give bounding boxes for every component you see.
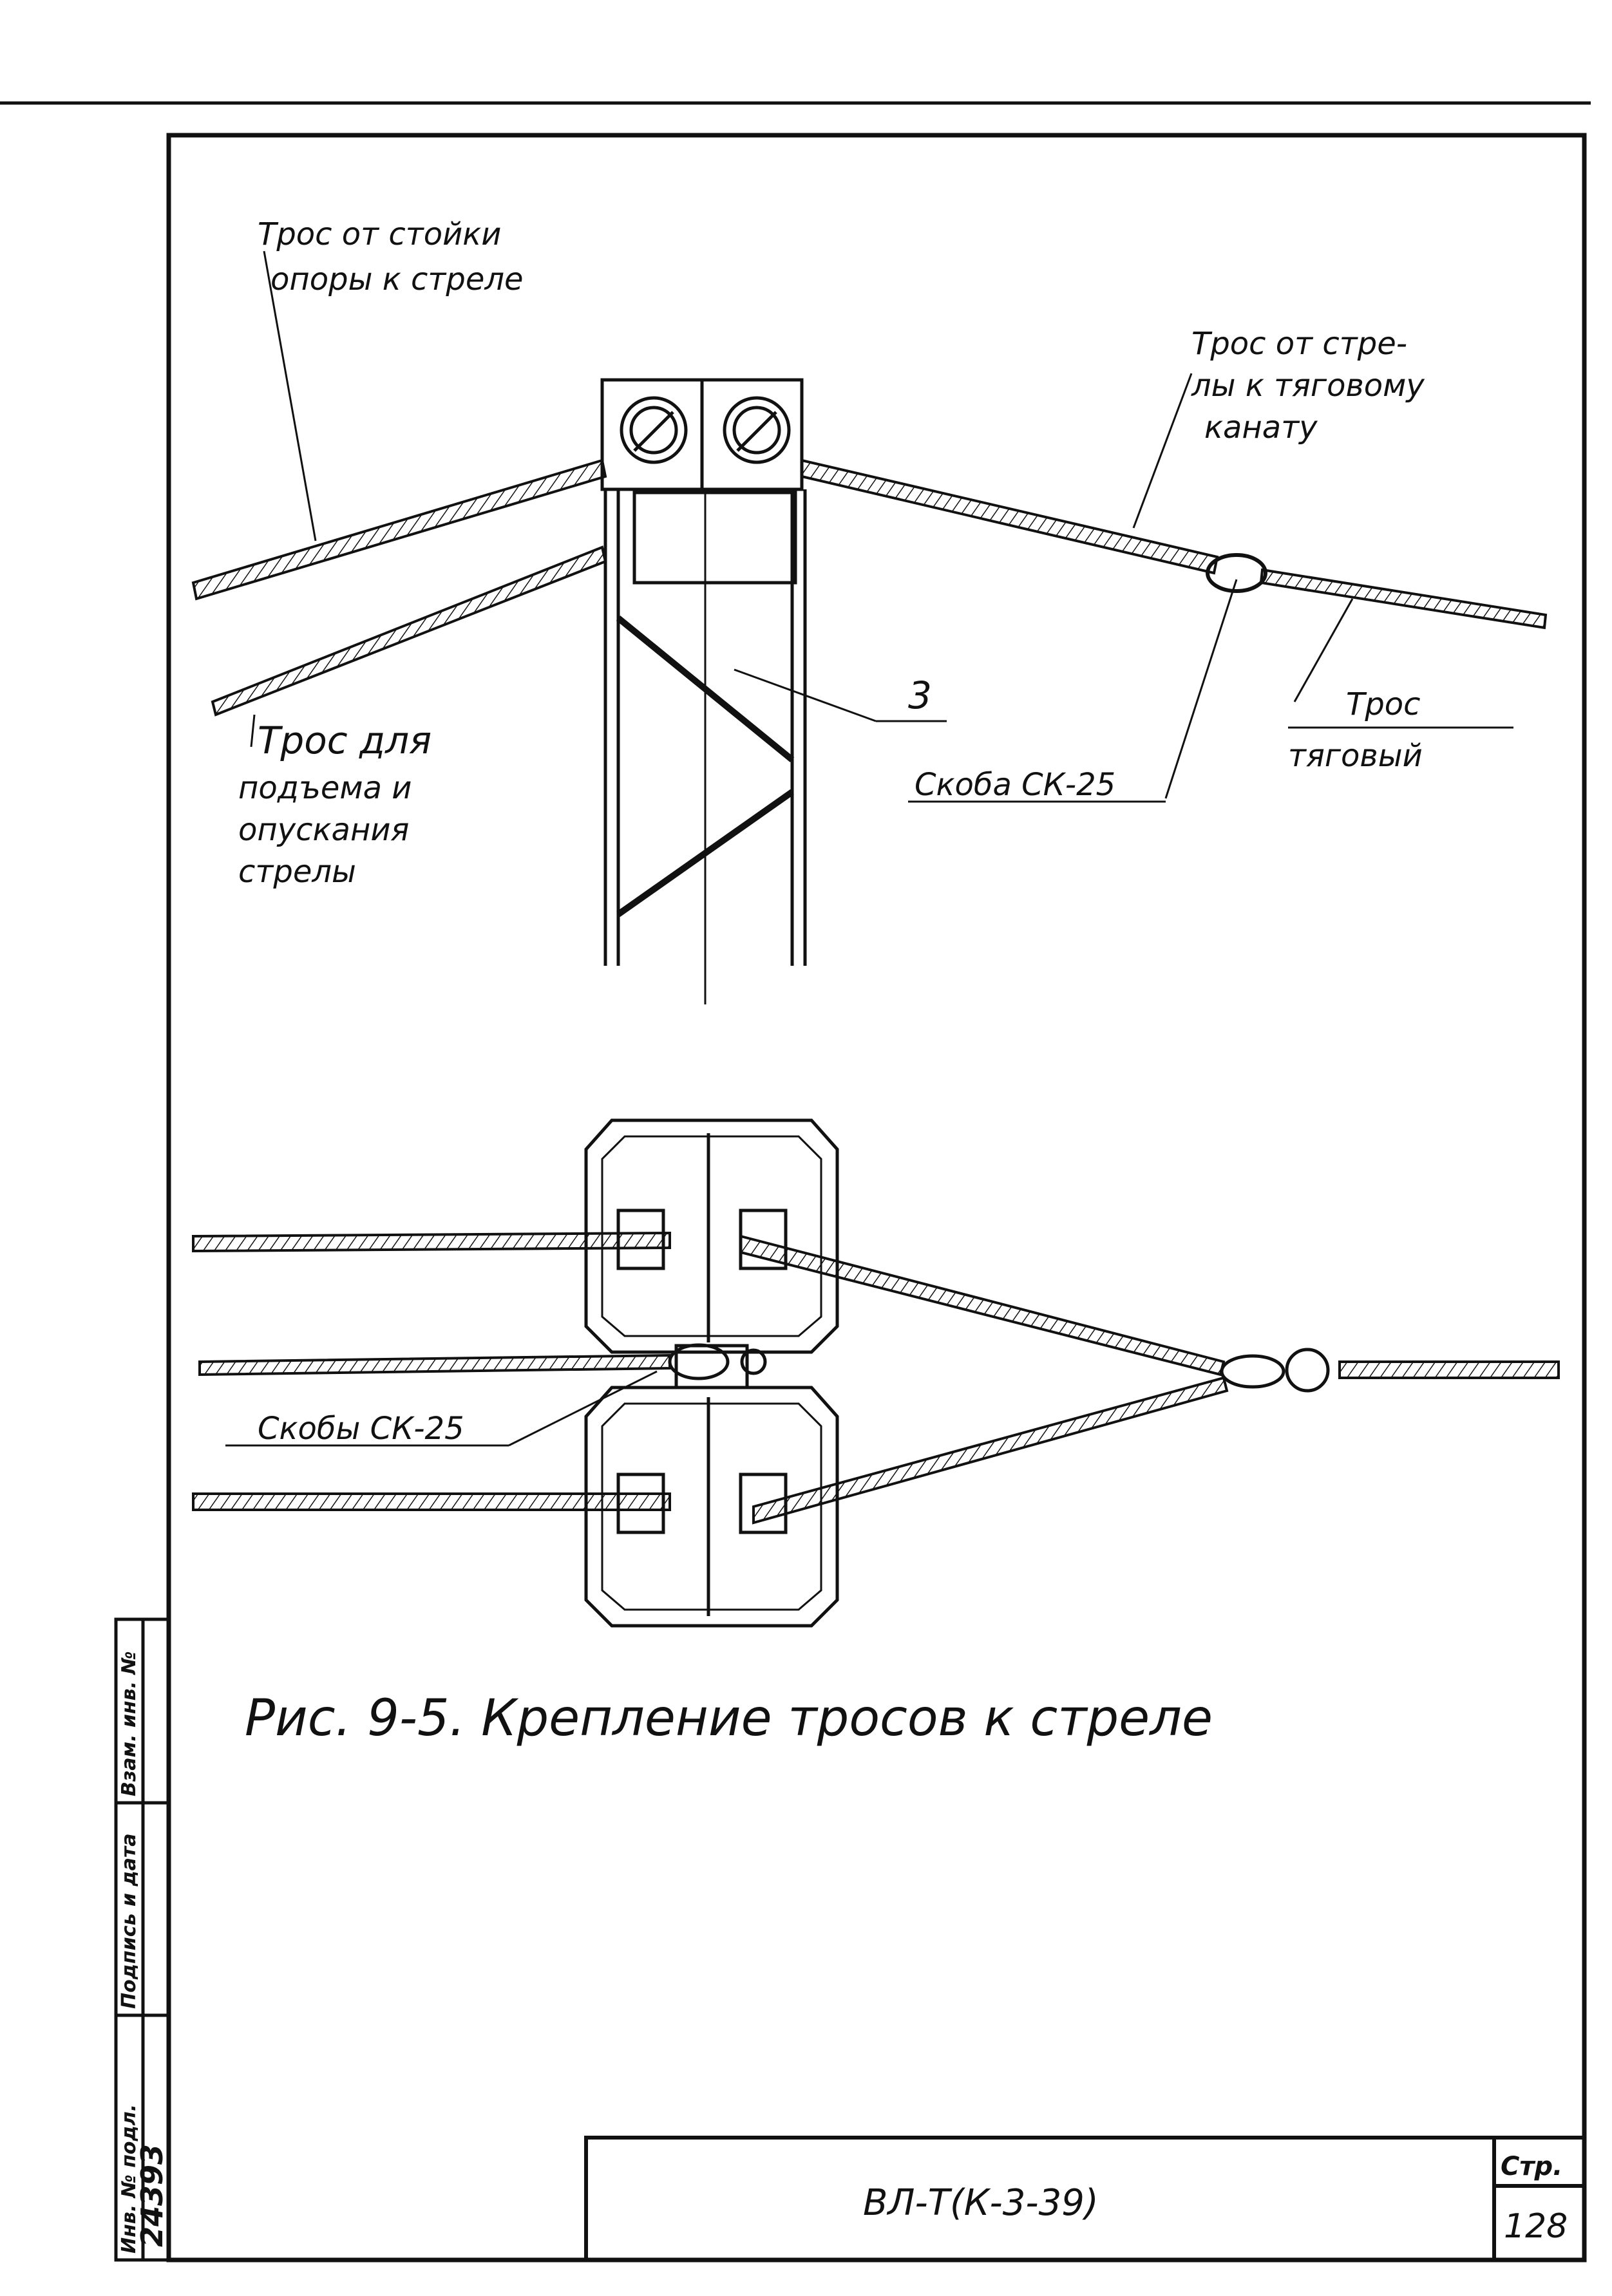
label-callout-3: 3 <box>908 673 932 717</box>
label-top-right-line2: лы к тяговому <box>1191 368 1425 404</box>
swivel-eye-icon <box>1285 1348 1330 1393</box>
label-shackle-bottom: Скобы СК-25 <box>258 1411 464 1447</box>
cable-boom-to-traction <box>801 458 1548 630</box>
cable-mast-to-boom <box>191 458 607 717</box>
mast-elevation <box>600 378 807 1004</box>
label-lift-line2: подъема и <box>238 770 412 806</box>
leader-lines-top <box>250 250 1354 799</box>
label-lift-line3: опускания <box>238 812 409 848</box>
plan-cables <box>192 1231 1560 1525</box>
label-lift-line1: Трос для <box>258 719 431 762</box>
side-stamp <box>114 1617 171 2262</box>
label-traction-line2: тяговый <box>1288 738 1423 774</box>
label-lift-line4: стрелы <box>238 854 356 890</box>
plan-blocks <box>584 1118 839 1628</box>
stamp-col-signature: Подпись и дата <box>118 1834 140 2009</box>
label-shackle-top: Скоба СК-25 <box>915 767 1115 803</box>
stamp-col-inv-orig: Инв. № подл. <box>118 2104 140 2254</box>
label-top-left-line2: опоры к стреле <box>270 261 524 297</box>
title-block <box>584 2136 1586 2262</box>
stamp-col-replaced: Взам. инв. № <box>118 1651 140 1796</box>
plan-shackles <box>616 1209 1330 1534</box>
drawing-frame <box>166 133 1587 2263</box>
pulley-right-icon <box>723 396 791 464</box>
figure-caption: Рис. 9-5. Крепление тросов к стреле <box>245 1689 1213 1747</box>
label-traction-line1: Трос <box>1346 686 1421 722</box>
label-top-right-line3: канату <box>1204 409 1318 446</box>
label-top-left-line1: Трос от стойки <box>258 216 502 252</box>
document-code: ВЛ-Т(К-3-39) <box>863 2182 1099 2224</box>
shackle-icon <box>1206 553 1267 593</box>
shackle-icon <box>616 1209 665 1270</box>
page-label: Стр. <box>1501 2152 1562 2181</box>
stamp-inventory-number: 24393 <box>135 2144 169 2247</box>
pulley-left-icon <box>620 396 688 464</box>
label-top-right-line1: Трос от стре- <box>1191 326 1407 362</box>
page-number: 128 <box>1504 2207 1568 2246</box>
